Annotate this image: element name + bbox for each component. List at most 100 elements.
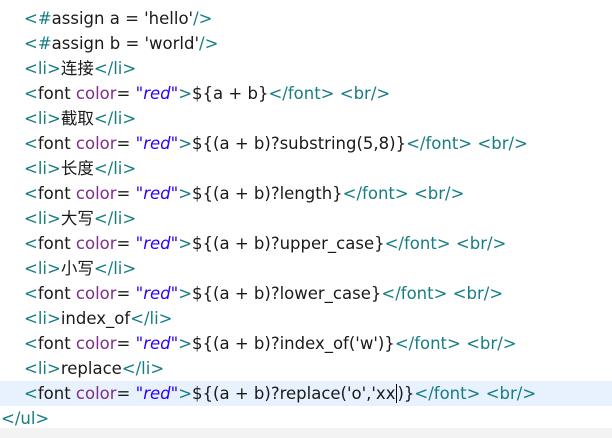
code-line-current[interactable]: <font color= "red">${(a + b)?replace('o'…	[0, 381, 612, 406]
code-token-txt: 截取	[60, 109, 94, 128]
code-token-el: =	[116, 134, 136, 153]
code-token-txt: 长度	[60, 159, 94, 178]
code-token-str: "red"	[135, 134, 179, 153]
code-token-tag: >	[178, 384, 193, 403]
code-token-attr: color	[75, 134, 117, 153]
code-token-tag: </ul>	[1, 409, 50, 428]
code-line[interactable]: <#assign b = 'world'/>	[0, 31, 612, 56]
code-token-tag: >	[178, 234, 193, 253]
code-line[interactable]: <font color= "red">${(a + b)?lower_case}…	[0, 281, 612, 306]
code-token-tag: <	[24, 84, 38, 103]
code-token-txt: ${a + b}	[192, 84, 269, 103]
code-token-tag: <li>	[24, 159, 61, 178]
code-line[interactable]: <font color= "red">${a + b}</font> <br/>	[0, 81, 612, 106]
code-token-txt: ${(a + b)?length}	[192, 184, 343, 203]
code-token-el: font	[37, 334, 76, 353]
code-token-tag: </font>	[268, 84, 335, 103]
code-line-content: <font color= "red">${(a + b)?length}</fo…	[24, 181, 464, 206]
code-line-content: <font color= "red">${(a + b)?lower_case}…	[24, 281, 503, 306]
code-token-el: =	[116, 384, 136, 403]
code-line[interactable]: <li>截取</li>	[0, 106, 612, 131]
code-token-attr: color	[75, 84, 117, 103]
code-token-el: font	[37, 384, 76, 403]
code-token-tag: <br/>	[455, 234, 507, 253]
code-line[interactable]: <li>长度</li>	[0, 156, 612, 181]
code-token-tag: <li>	[24, 359, 61, 378]
code-token-tag: >	[178, 184, 193, 203]
code-token-el: =	[116, 84, 136, 103]
code-token-el: assign b = 'world'	[51, 34, 200, 53]
code-token-tag: </li>	[93, 209, 137, 228]
code-token-tag: <br/>	[413, 184, 465, 203]
code-token-txt: ${(a + b)?index_of('w')}	[192, 334, 395, 353]
code-token-txt: index_of	[60, 309, 131, 328]
code-line[interactable]: </ul>	[0, 406, 612, 431]
code-line[interactable]: <li>大写</li>	[0, 206, 612, 231]
code-token-el: =	[116, 334, 136, 353]
code-token-tag: <li>	[24, 259, 61, 278]
code-token-str: "red"	[135, 234, 179, 253]
code-token-str: "red"	[135, 384, 179, 403]
code-token-attr: color	[75, 184, 117, 203]
code-token-tag: <#	[24, 9, 52, 28]
code-line-content: <font color= "red">${a + b}</font> <br/>	[24, 81, 390, 106]
code-token-tag: </font>	[394, 334, 461, 353]
code-line-content: <#assign b = 'world'/>	[24, 31, 218, 56]
code-line-content: <li>截取</li>	[24, 106, 136, 131]
code-token-tag: </font>	[381, 284, 448, 303]
code-token-el: font	[37, 284, 76, 303]
code-line[interactable]: <li>replace</li>	[0, 356, 612, 381]
code-token-txt: ${(a + b)?lower_case}	[192, 284, 382, 303]
code-token-tag: <li>	[24, 109, 61, 128]
editor-bottom-edge	[0, 428, 612, 438]
code-line[interactable]: <li>小写</li>	[0, 256, 612, 281]
code-token-tag: <#	[24, 34, 52, 53]
code-token-tag: <	[24, 384, 38, 403]
code-token-attr: color	[75, 284, 117, 303]
code-token-tag: </li>	[121, 359, 165, 378]
code-token-tag: <li>	[24, 59, 61, 78]
code-line-content: <li>replace</li>	[24, 356, 164, 381]
code-token-tag: </font>	[342, 184, 409, 203]
code-line-content: <#assign a = 'hello'/>	[24, 6, 212, 31]
code-token-tag: </li>	[93, 259, 137, 278]
code-line[interactable]: <li>连接</li>	[0, 56, 612, 81]
code-token-tag: <li>	[24, 309, 61, 328]
code-line-content: <li>小写</li>	[24, 256, 136, 281]
code-token-tag: <	[24, 284, 38, 303]
code-token-tag: <	[24, 234, 38, 253]
code-token-tag: <	[24, 334, 38, 353]
code-token-str: "red"	[135, 184, 179, 203]
code-token-el: assign a = 'hello'	[51, 9, 194, 28]
code-token-str: "red"	[135, 284, 179, 303]
code-line-content: <font color= "red">${(a + b)?replace('o'…	[24, 381, 536, 406]
code-token-tag: </font>	[384, 234, 451, 253]
code-token-txt: 小写	[60, 259, 94, 278]
code-line-content: <font color= "red">${(a + b)?substring(5…	[24, 131, 528, 156]
code-token-tag: </li>	[93, 59, 137, 78]
code-token-attr: color	[75, 234, 117, 253]
code-token-tag: </li>	[93, 159, 137, 178]
code-line[interactable]: <font color= "red">${(a + b)?length}</fo…	[0, 181, 612, 206]
code-token-str: "red"	[135, 84, 179, 103]
code-token-tag: <br/>	[477, 134, 528, 153]
code-line[interactable]: <font color= "red">${(a + b)?substring(5…	[0, 131, 612, 156]
code-token-tag: </li>	[130, 309, 173, 328]
code-token-tag: <	[24, 184, 38, 203]
code-token-tag: </li>	[93, 109, 137, 128]
code-token-tag: <li>	[24, 209, 61, 228]
code-token-el: font	[37, 234, 76, 253]
code-token-attr: color	[75, 384, 117, 403]
code-line[interactable]: <font color= "red">${(a + b)?upper_case}…	[0, 231, 612, 256]
code-line-content: </ul>	[1, 406, 49, 431]
code-line[interactable]: <font color= "red">${(a + b)?index_of('w…	[0, 331, 612, 356]
code-token-tag: </font>	[414, 384, 481, 403]
code-token-tag: >	[178, 134, 193, 153]
code-token-tag: <br/>	[339, 84, 391, 103]
code-token-tag: </font>	[406, 134, 473, 153]
code-line[interactable]: <#assign a = 'hello'/>	[0, 6, 612, 31]
code-token-txt: ${(a + b)?upper_case}	[192, 234, 385, 253]
code-line-content: <font color= "red">${(a + b)?upper_case}…	[24, 231, 506, 256]
code-line[interactable]: <li>index_of</li>	[0, 306, 612, 331]
